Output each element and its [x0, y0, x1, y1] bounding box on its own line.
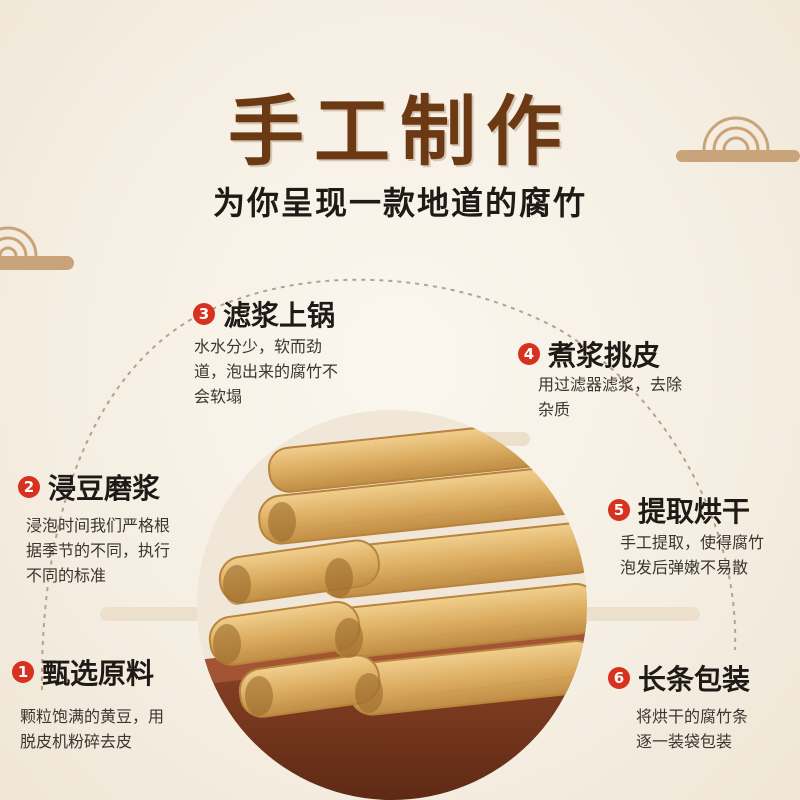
step-number-badge: 6	[608, 667, 630, 689]
cloud-decoration-bottom-left	[100, 607, 220, 621]
step-label: 甄选原料	[42, 657, 155, 690]
step-number-badge: 1	[12, 661, 34, 683]
step-2-title: 2 浸豆磨浆	[18, 467, 160, 507]
step-1-description: 颗粒饱满的黄豆，用 脱皮机粉碎去皮	[20, 707, 165, 751]
step-4-title: 4 煮浆挑皮	[518, 334, 660, 374]
step-label: 提取烘干	[638, 495, 751, 528]
step-5-title: 5 提取烘干	[608, 490, 750, 530]
step-4-description: 用过滤器滤浆，去除 杂质	[538, 375, 683, 419]
step-number-badge: 3	[193, 303, 215, 325]
step-3-description: 水水分少，软而劲 道，泡出来的腐竹不 会软塌	[194, 337, 339, 406]
step-label: 煮浆挑皮	[548, 339, 661, 372]
cloud-decoration-top-right	[676, 116, 800, 162]
yuba-photo	[197, 410, 587, 800]
cloud-decoration-left	[0, 226, 74, 270]
step-2-description: 浸泡时间我们严格根 据季节的不同，执行 不同的标准	[26, 516, 171, 585]
step-number-badge: 5	[608, 499, 630, 521]
page-subtitle: 为你呈现一款地道的腐竹	[212, 184, 587, 222]
page-title: 手工制作	[228, 87, 572, 176]
step-5-description: 手工提取，使得腐竹 泡发后弹嫩不易散	[620, 533, 765, 577]
step-6-description: 将烘干的腐竹条 逐一装袋包装	[636, 707, 749, 751]
step-number-badge: 2	[18, 476, 40, 498]
step-1-title: 1 甄选原料	[12, 652, 154, 692]
step-number-badge: 4	[518, 343, 540, 365]
step-3-title: 3 滤浆上锅	[193, 294, 335, 334]
step-label: 滤浆上锅	[223, 299, 336, 332]
step-label: 长条包装	[638, 663, 751, 696]
step-6-title: 6 长条包装	[608, 658, 750, 698]
cloud-decoration-right	[560, 607, 700, 621]
step-label: 浸豆磨浆	[48, 472, 161, 505]
